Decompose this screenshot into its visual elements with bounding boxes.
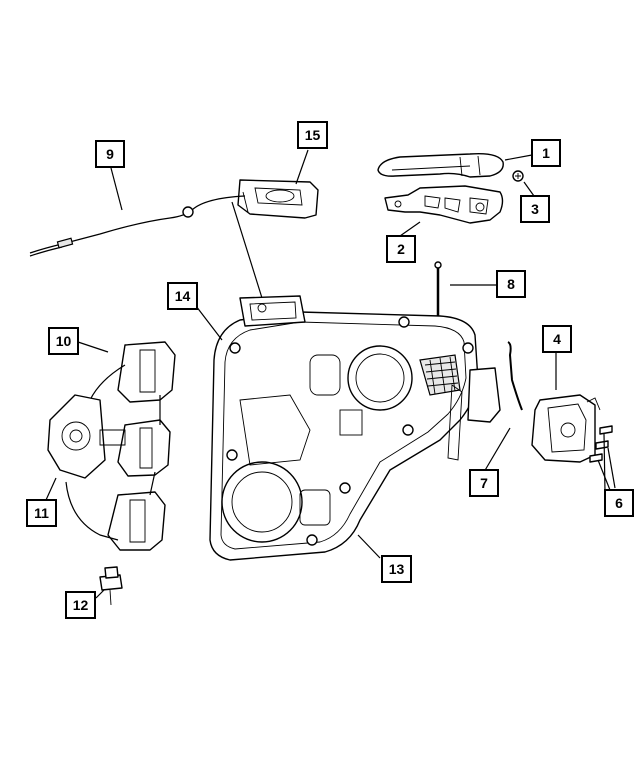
svg-text:10: 10 (56, 333, 72, 349)
svg-text:4: 4 (553, 331, 561, 347)
callout-4: 4 (542, 325, 572, 353)
callout-15: 15 (297, 121, 328, 149)
part-13-door-module-panel (209, 311, 479, 561)
part-7-latch-rod (447, 341, 523, 461)
svg-text:2: 2 (397, 241, 405, 257)
part-2-handle-bracket (384, 185, 504, 224)
callout-8: 8 (496, 270, 526, 298)
callout-14: 14 (167, 282, 198, 310)
svg-text:12: 12 (73, 597, 89, 613)
part-4-door-latch (531, 394, 601, 463)
svg-text:14: 14 (175, 288, 191, 304)
part-9-release-cable (29, 195, 246, 257)
part-11-regulator-motor (47, 394, 126, 541)
svg-text:9: 9 (106, 146, 114, 162)
part-8-lock-rod (434, 261, 442, 320)
svg-text:7: 7 (480, 475, 488, 491)
callout-13: 13 (381, 555, 412, 583)
svg-text:11: 11 (34, 505, 49, 521)
part-12-bolt (99, 566, 123, 606)
part-14-module-handle-mount (239, 295, 306, 327)
svg-text:15: 15 (305, 127, 321, 143)
callout-1: 1 (531, 139, 561, 167)
callout-7: 7 (469, 469, 499, 497)
part-15-inside-handle (237, 179, 319, 219)
callout-2: 2 (386, 235, 416, 263)
callout-11: 11 (26, 499, 57, 527)
callout-12: 12 (65, 591, 96, 619)
callout-6: 6 (604, 489, 634, 517)
leader-lines (45, 149, 616, 599)
svg-text:3: 3 (531, 201, 539, 217)
part-1-outside-handle (377, 152, 504, 178)
svg-text:13: 13 (389, 561, 405, 577)
svg-text:8: 8 (507, 276, 515, 292)
svg-text:1: 1 (542, 145, 550, 161)
svg-text:6: 6 (615, 495, 623, 511)
callout-3: 3 (520, 195, 550, 223)
callout-9: 9 (95, 140, 125, 168)
callout-10: 10 (48, 327, 79, 355)
part-3-screw (512, 170, 524, 182)
